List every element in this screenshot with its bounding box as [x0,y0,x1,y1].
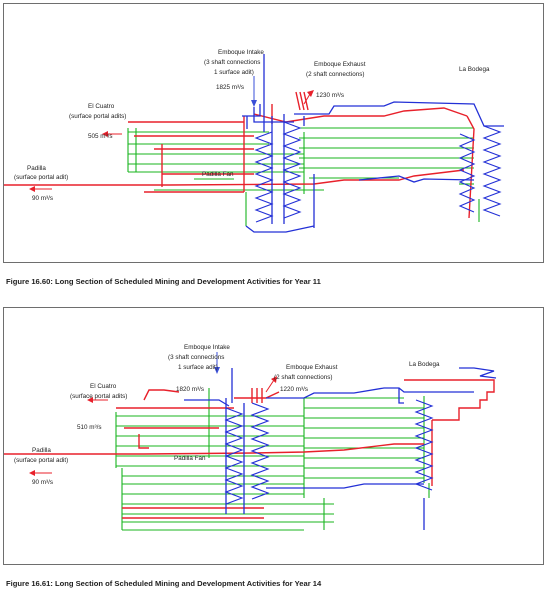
intake-sub1: (3 shaft connections [204,59,260,66]
blue-zigzag-raise-left [254,131,274,223]
padilla-fan-label: Padilla Fan [202,171,234,178]
intake-sub2: 1 surface adit) [214,69,254,76]
green-development-drifts [127,127,480,226]
cuatro-flow: 505 m³/s [88,133,113,140]
long-section-year-14: Emboque Intake (3 shaft connections 1 su… [3,307,544,565]
mine-network-diagram: Emboque Intake (3 shaft connections 1 su… [4,49,504,233]
intake-sub1: (3 shaft connections [168,354,224,361]
padilla-fan-label: Padilla Fan [174,455,206,462]
exhaust-sub: (2 shaft connections) [306,71,364,78]
bodega-label: La Bodega [459,66,490,73]
blue-zigzag-raise-mid [282,121,302,219]
intake-title: Emboque Intake [184,344,230,351]
flow-arrows [29,352,277,476]
exhaust-sub: (2 shaft connections) [274,374,332,381]
exhaust-title: Emboque Exhaust [286,364,338,371]
blue-exhaust-airways [184,367,497,530]
cuatro-title: El Cuatro [90,383,117,390]
padilla-flow: 90 m³/s [32,479,53,486]
exhaust-flow: 1230 m³/s [316,92,344,99]
blue-zigzag-raise-left [224,407,244,505]
flow-arrows [29,76,314,192]
red-intake-airways [4,379,495,519]
intake-flow: 1825 m³/s [216,84,244,91]
figure-caption: Figure 16.60: Long Section of Scheduled … [6,277,321,286]
blue-zigzag-raise-right [414,399,434,491]
blue-zigzag-raise-mid [250,402,270,500]
long-section-year-11: Emboque Intake (3 shaft connections 1 su… [3,3,544,263]
green-development-drifts [115,388,430,531]
blue-zigzag-raise-right [458,125,502,217]
exhaust-title: Emboque Exhaust [314,61,366,68]
cuatro-sub: (surface portal adits) [69,113,126,120]
padilla-sub: (surface portal adit) [14,174,68,181]
intake-title: Emboque Intake [218,49,264,56]
blue-exhaust-airways [242,54,504,233]
cuatro-flow: 510 m³/s [77,424,102,431]
intake-flow: 1820 m³/s [176,386,204,393]
padilla-title: Padilla [27,165,46,172]
red-intake-airways [4,91,475,219]
bodega-label: La Bodega [409,361,440,368]
intake-sub2: 1 surface adit) [178,364,218,371]
padilla-sub: (surface portal adit) [14,457,68,464]
padilla-title: Padilla [32,447,51,454]
mine-network-diagram: Emboque Intake (3 shaft connections 1 su… [4,344,497,531]
cuatro-sub: (surface portal adits) [70,393,127,400]
cuatro-title: El Cuatro [88,103,115,110]
exhaust-flow: 1220 m³/s [280,386,308,393]
figure-caption: Figure 16.61: Long Section of Scheduled … [6,579,322,588]
padilla-flow: 90 m³/s [32,195,53,202]
